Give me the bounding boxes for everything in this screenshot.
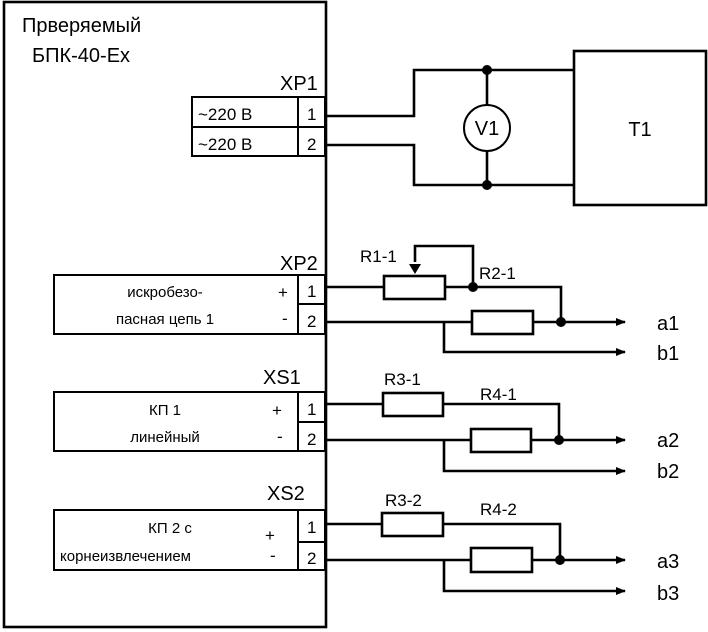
resistor-r4-1 bbox=[469, 427, 533, 454]
xp1-pin1-label: ~220 В bbox=[198, 105, 252, 124]
connector-xs1: XS1 КП 1 линейный + - 1 2 bbox=[53, 367, 326, 452]
circuit-1: R1-1 R2-1 a1 b1 bbox=[326, 244, 679, 365]
junction-dot bbox=[468, 282, 478, 292]
junction-dot bbox=[554, 435, 564, 445]
xs2-body bbox=[53, 509, 299, 571]
resistor-r2-1 bbox=[470, 309, 535, 336]
junction-dot bbox=[482, 65, 492, 75]
voltmeter-v1: V1 bbox=[463, 104, 511, 152]
xs2-num2-cell bbox=[297, 541, 326, 571]
connector-xs2: XS2 КП 2 с корнеизвлечением + - 1 2 bbox=[53, 483, 326, 571]
xp2-pin1-num: 1 bbox=[307, 282, 316, 301]
xs2-pin1-num: 1 bbox=[307, 518, 316, 537]
connector-xs1-label: XS1 bbox=[263, 367, 301, 389]
xp2-desc-line1: искробезо- bbox=[127, 284, 203, 301]
connector-xs2-label: XS2 bbox=[267, 483, 305, 505]
xs1-desc-line2: линейный bbox=[130, 429, 200, 446]
xs1-pin2-num: 2 bbox=[307, 430, 316, 449]
xs2-desc-line1: КП 2 с bbox=[148, 520, 192, 537]
xp1-pin2-label: ~220 В bbox=[198, 135, 252, 154]
junction-dot bbox=[555, 555, 565, 565]
junction-dot bbox=[482, 180, 492, 190]
xp2-pin2-num: 2 bbox=[307, 312, 316, 331]
xp2-num2-cell bbox=[297, 303, 326, 335]
xs1-desc-line1: КП 1 bbox=[149, 402, 181, 419]
xp1-pin2-num: 2 bbox=[307, 135, 316, 154]
connector-xp1: XP1 ~220 В ~220 В 1 2 bbox=[191, 73, 326, 157]
resistor-r3-1 bbox=[381, 391, 445, 418]
output-a2: a2 bbox=[657, 430, 679, 452]
xp1-num1-cell bbox=[297, 96, 326, 128]
output-a1: a1 bbox=[657, 313, 679, 335]
resistor-r3-2-label: R3-2 bbox=[385, 491, 422, 510]
wiper-arrow bbox=[409, 264, 421, 274]
power-wiring bbox=[326, 65, 574, 190]
xp2-desc-line2: пасная цепь 1 bbox=[116, 311, 214, 328]
xs2-desc-line2: корнеизвлечением bbox=[60, 548, 191, 565]
resistor-r2-1-label: R2-1 bbox=[479, 264, 516, 283]
connector-xp1-label: XP1 bbox=[280, 73, 318, 95]
output-a3: a3 bbox=[657, 551, 679, 573]
resistor-r4-2 bbox=[469, 546, 534, 574]
xs2-minus: - bbox=[270, 546, 276, 565]
xp1-pin1-num: 1 bbox=[307, 105, 316, 124]
circuit-3: R3-2 R4-2 a3 b3 bbox=[326, 491, 679, 605]
xs2-pin2-num: 2 bbox=[307, 549, 316, 568]
device-title-line1: Прверяемый bbox=[22, 15, 141, 37]
transformer-label: T1 bbox=[628, 119, 651, 141]
resistor-r1-1 bbox=[382, 274, 447, 301]
device-title-line2: БПК-40-Ex bbox=[32, 45, 130, 67]
xp2-minus: - bbox=[282, 309, 288, 328]
circuit-2: R3-1 R4-1 a2 b2 bbox=[326, 370, 679, 483]
xs1-plus: + bbox=[272, 401, 282, 420]
xs1-minus: - bbox=[277, 427, 283, 446]
resistor-r3-1-label: R3-1 bbox=[384, 370, 421, 389]
connector-xp2-label: XP2 bbox=[280, 253, 318, 275]
xp2-body bbox=[53, 274, 299, 335]
output-b2: b2 bbox=[657, 461, 679, 483]
xs1-num2-cell bbox=[297, 421, 326, 452]
junction-dot bbox=[556, 317, 566, 327]
xs1-pin1-num: 1 bbox=[307, 400, 316, 419]
transformer-t1: T1 bbox=[572, 49, 708, 207]
voltmeter-label: V1 bbox=[475, 118, 499, 140]
output-b1: b1 bbox=[657, 343, 679, 365]
xp1-num2-cell bbox=[297, 126, 326, 157]
connector-xp2: XP2 искробезо- пасная цепь 1 + - 1 2 bbox=[53, 253, 326, 335]
xp2-plus: + bbox=[278, 283, 288, 302]
resistor-r4-1-label: R4-1 bbox=[480, 385, 517, 404]
output-b3: b3 bbox=[657, 583, 679, 605]
xs2-plus: + bbox=[265, 526, 275, 545]
resistor-r1-1-label: R1-1 bbox=[360, 247, 397, 266]
resistor-r3-2 bbox=[380, 511, 445, 538]
resistor-r4-2-label: R4-2 bbox=[480, 500, 517, 519]
